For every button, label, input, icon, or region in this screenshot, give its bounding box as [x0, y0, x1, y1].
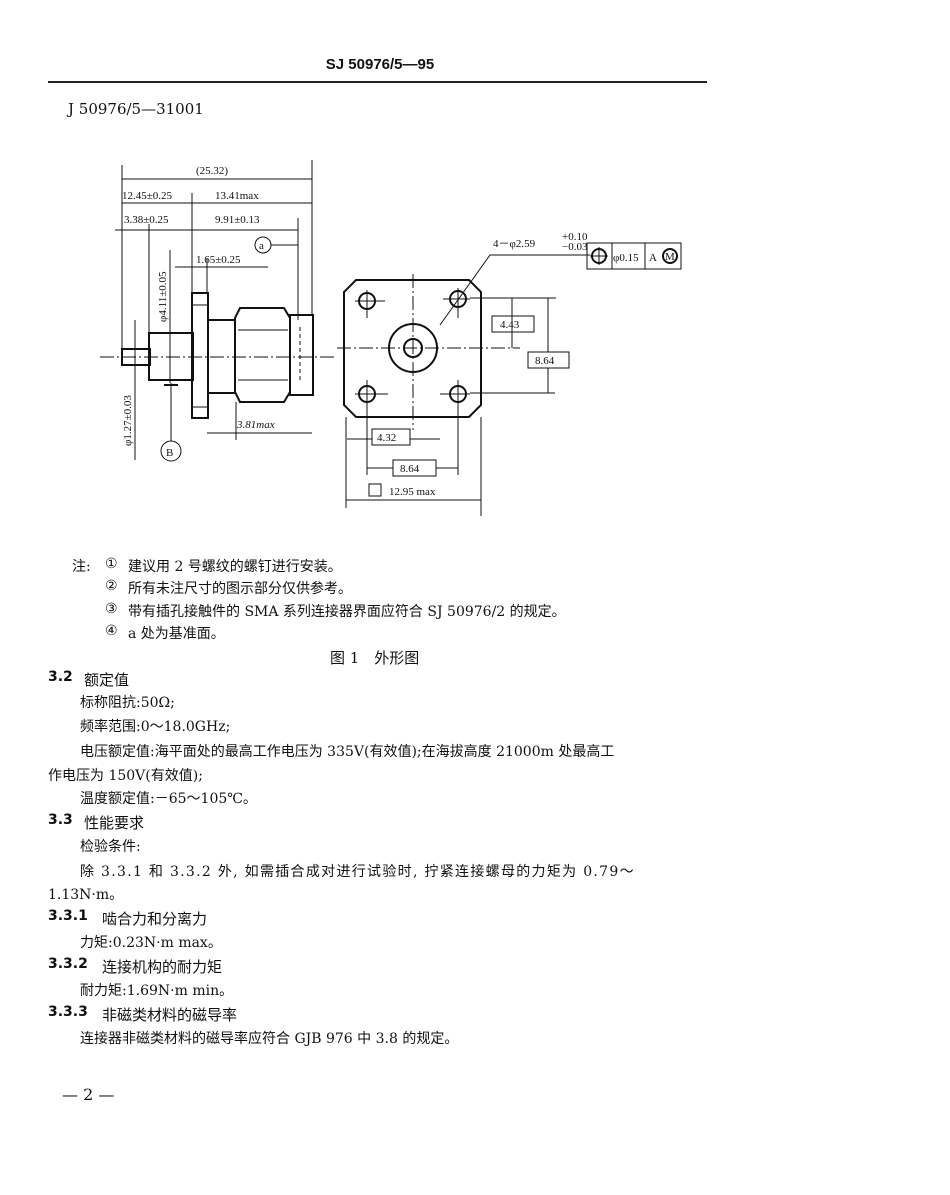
dim-3-38: 3.38±0.25 — [124, 214, 169, 226]
paragraph-line: 作电压为 150V(有效值); — [48, 768, 203, 784]
front-view: 4－φ2.59 +0.10 −0.03 φ0.15 A M 4.43 8.64 … — [337, 231, 682, 516]
flange — [191, 292, 209, 419]
hex-nut — [234, 307, 291, 403]
paragraph-line: 除 3.3.1 和 3.3.2 外, 如需插合成对进行试验时, 拧紧连接螺母的力… — [80, 864, 635, 880]
paragraph-line: 温度额定值:－65～105℃。 — [80, 791, 257, 807]
paragraph-line: 检验条件: — [80, 839, 141, 855]
leader-line — [439, 254, 590, 326]
dim-3-81: 3.81max — [236, 419, 275, 431]
dimension-line — [371, 428, 411, 446]
paragraph-line: 标称阻抗:50Ω; — [80, 695, 175, 711]
datum-a-symbol — [254, 236, 272, 254]
flange-outline — [343, 279, 482, 418]
dim-12-95: 12.95 max — [389, 486, 436, 498]
dim-4-43: 4.43 — [500, 319, 520, 331]
figure-caption: 图 1 外形图 — [330, 649, 420, 667]
dimension-line — [586, 242, 682, 270]
part-number: J 50976/5—31001 — [68, 100, 204, 118]
section-number: 3.3 — [48, 812, 73, 828]
note-marker: ③ — [105, 601, 118, 617]
dim-1-65: 1.65±0.25 — [196, 254, 241, 266]
section-title: 额定值 — [84, 671, 130, 689]
dim-overall: (25.32) — [196, 165, 228, 177]
hole-tol-lower: −0.03 — [562, 241, 588, 253]
paragraph-line: 力矩:0.23N·m max。 — [80, 935, 222, 951]
paragraph-line: 频率范围:0～18.0GHz; — [80, 719, 231, 735]
note-text: 建议用 2 号螺纹的螺钉进行安装。 — [128, 559, 342, 575]
fcf-tolerance: φ0.15 — [613, 252, 639, 264]
section-title: 性能要求 — [84, 814, 145, 832]
dimension-line — [527, 351, 570, 369]
feature-control-frame: φ0.15 A M — [586, 242, 682, 270]
dim-8-64-horizontal: 8.64 — [400, 463, 420, 475]
note-marker: ② — [105, 578, 118, 594]
paragraph-line: 耐力矩:1.69N·m min。 — [80, 983, 234, 999]
fcf-modifier: M — [665, 251, 675, 263]
section-title: 连接机构的耐力矩 — [102, 958, 223, 976]
dim-4-32: 4.32 — [377, 432, 396, 444]
datum-a-label: a — [259, 240, 264, 252]
coupling-end — [289, 314, 314, 396]
notes-label: 注: — [72, 559, 91, 575]
dim-8-64-vertical: 8.64 — [535, 355, 555, 367]
square-symbol — [368, 483, 382, 497]
page-number: — 2 — — [62, 1085, 115, 1104]
note-text: a 处为基准面。 — [128, 626, 225, 642]
fcf-datum: A — [649, 252, 657, 264]
dim-phi1-27: φ1.27±0.03 — [122, 395, 134, 446]
mmc-icon — [662, 248, 678, 264]
dim-9-91: 9.91±0.13 — [215, 214, 260, 226]
dimension-line — [491, 315, 535, 333]
paragraph-line: 电压额定值:海平面处的最高工作电压为 335V(有效值);在海拔高度 21000… — [80, 744, 615, 760]
note-text: 带有插孔接触件的 SMA 系列连接器界面应符合 SJ 50976/2 的规定。 — [128, 604, 566, 620]
document-header: SJ 50976/5—95 — [325, 56, 435, 73]
header-rule — [48, 81, 707, 83]
paragraph-line: 1.13N·m。 — [48, 887, 124, 903]
side-view: a (25.32) 12.45±0.25 13.41max 3.38±0.25 … — [100, 160, 335, 462]
note-marker: ④ — [105, 623, 118, 639]
dimension-line — [392, 459, 437, 477]
section-number: 3.3.2 — [48, 956, 88, 972]
note-text: 所有未注尺寸的图示部分仅供参考。 — [128, 581, 352, 597]
section-number: 3.2 — [48, 669, 73, 685]
hole-tol-upper: +0.10 — [562, 231, 588, 243]
hole-callout: 4－φ2.59 — [493, 238, 536, 250]
datum-b-label: B — [166, 447, 173, 459]
section-number: 3.3.3 — [48, 1004, 88, 1020]
paragraph-line: 连接器非磁类材料的磁导率应符合 GJB 976 中 3.8 的规定。 — [80, 1031, 459, 1047]
section-title: 啮合力和分离力 — [102, 910, 208, 928]
dim-12-45: 12.45±0.25 — [122, 190, 173, 202]
dim-13-41: 13.41max — [215, 190, 259, 202]
datum-b-symbol — [160, 440, 182, 462]
note-marker: ① — [105, 556, 118, 572]
dim-phi4-11: φ4.11±0.05 — [157, 271, 169, 322]
section-title: 非磁类材料的磁导率 — [102, 1006, 238, 1024]
section-number: 3.3.1 — [48, 908, 88, 924]
